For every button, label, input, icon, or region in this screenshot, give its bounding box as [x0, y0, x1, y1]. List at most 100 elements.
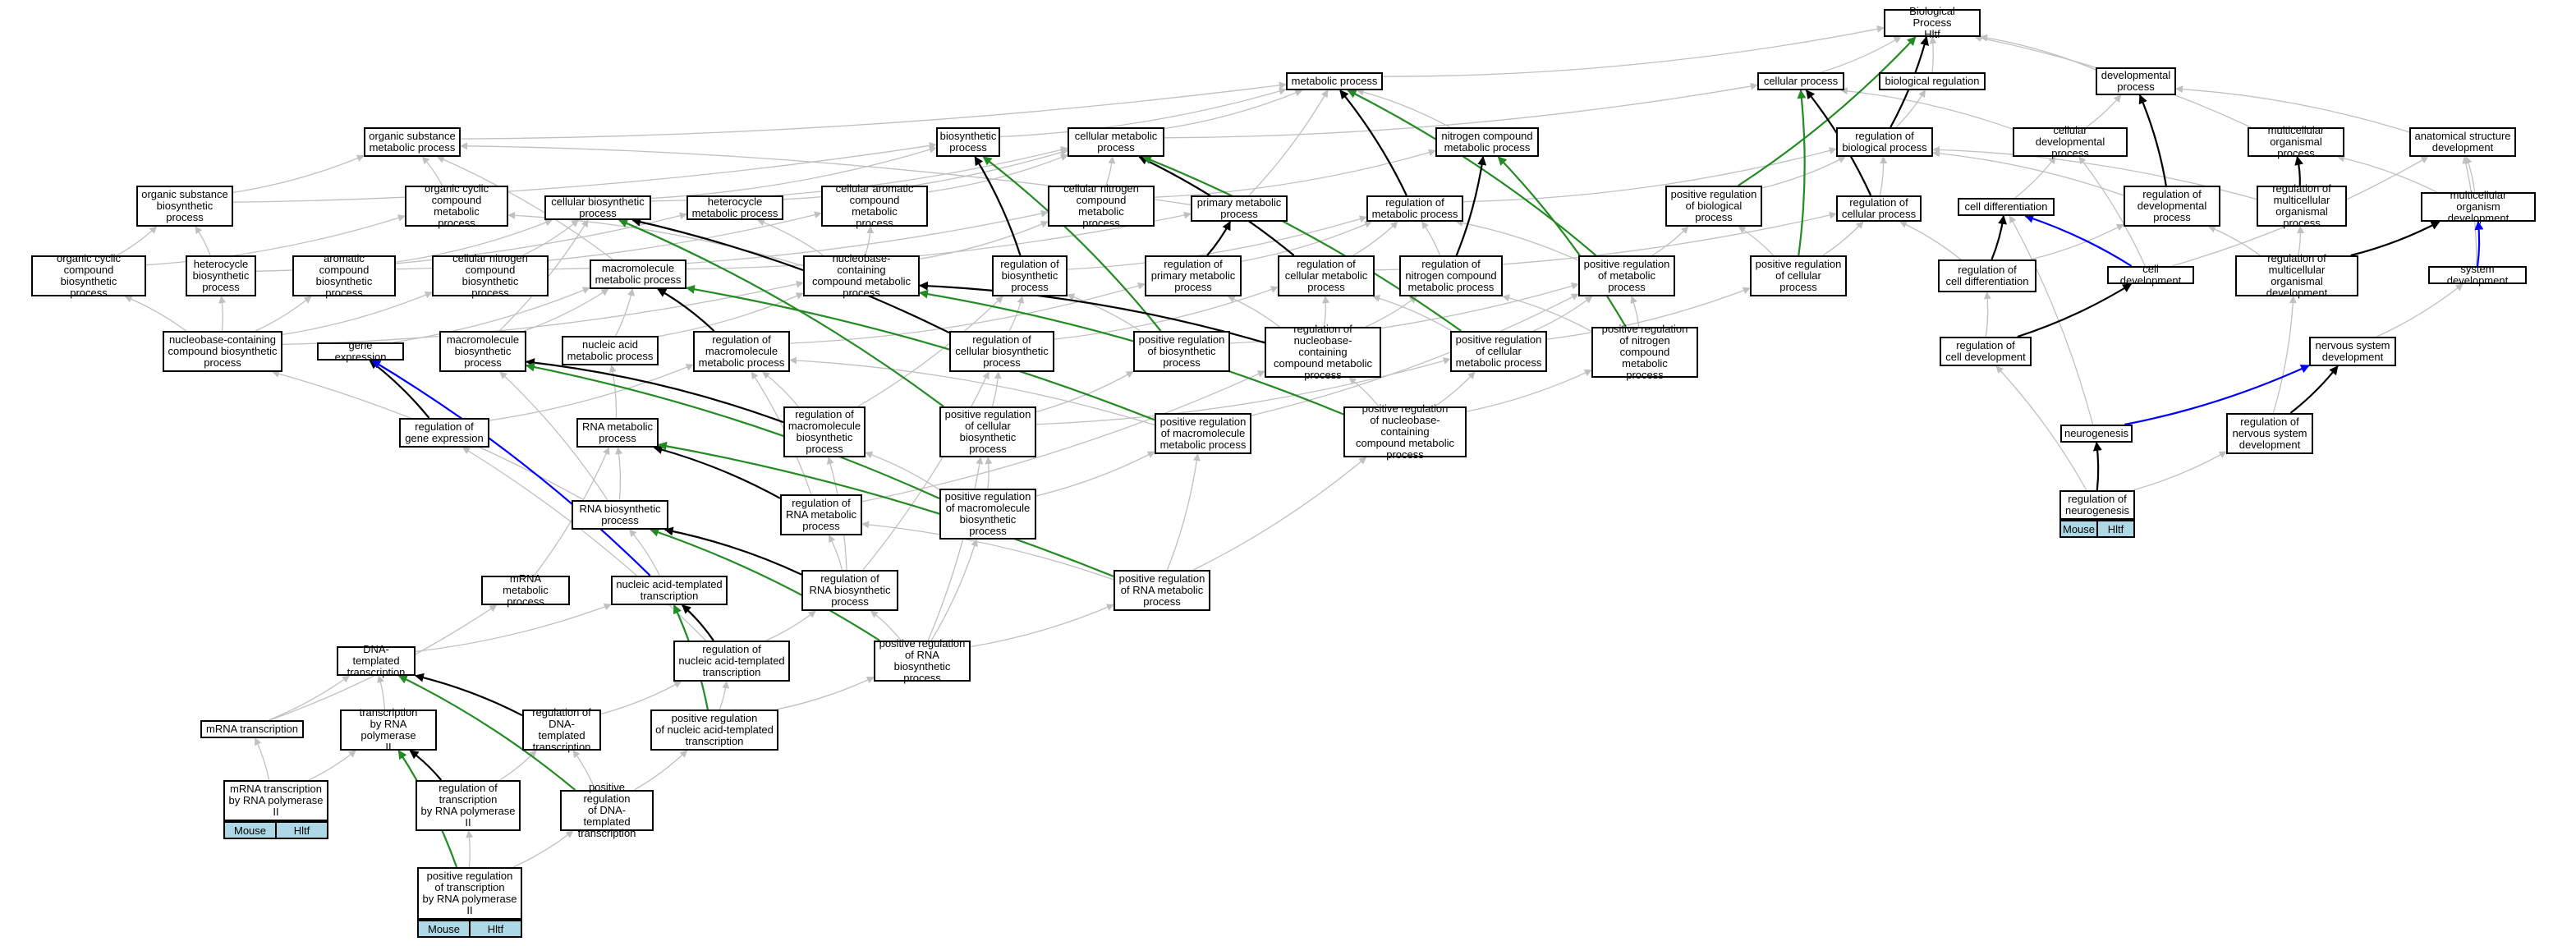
- node-regulation-of-rna-biosynthetic-process[interactable]: regulation of RNA biosynthetic process: [801, 570, 898, 611]
- node-regulation-of-cellular-metabolic-process[interactable]: regulation of cellular metabolic process: [1278, 255, 1375, 296]
- node-positive-regulation-of-macromolecule-metabolic-process[interactable]: positive regulation of macromolecule met…: [1155, 413, 1251, 454]
- node-cell-development[interactable]: cell development: [2107, 264, 2194, 287]
- node-transcription-by-rna-polymerase-ii[interactable]: transcription by RNA polymerase II: [340, 707, 437, 753]
- node-cell-differentiation[interactable]: cell differentiation: [1958, 198, 2055, 216]
- node-regulation-of-cell-development[interactable]: regulation of cell development: [1940, 337, 2032, 366]
- node-cellular-metabolic-process[interactable]: cellular metabolic process: [1068, 127, 1164, 157]
- node-regulation-of-multicellular-organismal-development[interactable]: regulation of multicellular organismal d…: [2235, 253, 2358, 299]
- node-nucleobase-containing-compound-metabolic-process[interactable]: nucleobase-containing compound metabolic…: [803, 253, 920, 299]
- node-biosynthetic-process[interactable]: biosynthetic process: [936, 127, 1000, 157]
- node-positive-regulation-of-biosynthetic-process[interactable]: positive regulation of biosynthetic proc…: [1133, 331, 1230, 372]
- node-regulation-of-macromolecule-biosynthetic-process[interactable]: regulation of macromolecule biosynthetic…: [783, 406, 866, 457]
- node-neurogenesis[interactable]: neurogenesis: [2060, 425, 2133, 443]
- node-positive-regulation-of-macromolecule-biosynthetic-process[interactable]: positive regulation of macromolecule bio…: [939, 489, 1036, 540]
- node-regulation-of-multicellular-organismal-process[interactable]: regulation of multicellular organismal p…: [2257, 183, 2347, 229]
- node-organic-substance-biosynthetic-process[interactable]: organic substance biosynthetic process: [136, 186, 233, 227]
- node-multicellular-organismal-process[interactable]: multicellular organismal process: [2248, 125, 2344, 159]
- node-positive-regulation-of-cellular-biosynthetic-process[interactable]: positive regulation of cellular biosynth…: [939, 406, 1036, 457]
- node-regulation-of-macromolecule-metabolic-process[interactable]: regulation of macromolecule metabolic pr…: [693, 331, 790, 372]
- node-positive-regulation-of-metabolic-process[interactable]: positive regulation of metabolic process: [1578, 255, 1675, 296]
- node-organic-cyclic-compound-biosynthetic-process[interactable]: organic cyclic compound biosynthetic pro…: [31, 253, 146, 299]
- node-organic-substance-metabolic-process[interactable]: organic substance metabolic process: [364, 127, 461, 157]
- node-regulation-of-dna-templated-transcription[interactable]: regulation of DNA-templated transcriptio…: [522, 707, 601, 753]
- edge-cell_dev_proc-to-developmental: [2086, 94, 2122, 128]
- edge-pos_reg_dna_tr-to-pos_reg_nucacid_tr: [634, 750, 688, 791]
- node-positive-regulation-of-nucleic-acid-templated-transcription[interactable]: positive regulation of nucleic acid-temp…: [650, 710, 778, 751]
- node-regulation-of-nucleobase-containing-compound-metabolic-process[interactable]: regulation of nucleobase-containing comp…: [1265, 324, 1381, 381]
- node-nucleobase-containing-compound-biosynthetic-process[interactable]: nucleobase-containing compound biosynthe…: [163, 331, 282, 372]
- node-regulation-of-cell-differentiation[interactable]: regulation of cell differentiation: [1938, 259, 2036, 292]
- node-cellular-biosynthetic-process[interactable]: cellular biosynthetic process: [544, 195, 651, 220]
- node-multicellular-organism-development[interactable]: multicellular organism development: [2421, 190, 2536, 224]
- edge-cell_met-to-metabolic: [1164, 89, 1303, 130]
- node-positive-regulation-of-rna-metabolic-process[interactable]: positive regulation of RNA metabolic pro…: [1114, 570, 1210, 611]
- node-regulation-of-transcription-by-rna-polymerase-ii[interactable]: regulation of transcription by RNA polym…: [416, 780, 521, 831]
- node-regulation-of-biosynthetic-process[interactable]: regulation of biosynthetic process: [992, 255, 1068, 296]
- edge-rna_met-to-nucacid_met: [608, 365, 618, 419]
- node-mrna-transcription-by-rna-polymerase-ii[interactable]: mRNA transcription by RNA polymerase II: [223, 780, 328, 821]
- node-regulation-of-cellular-biosynthetic-process[interactable]: regulation of cellular biosynthetic proc…: [949, 331, 1054, 372]
- node-gene-expression[interactable]: gene expression: [317, 340, 404, 363]
- node-macromolecule-metabolic-process[interactable]: macromolecule metabolic process: [590, 259, 686, 289]
- node-nucleic-acid-templated-transcription[interactable]: nucleic acid-templated transcription: [611, 576, 728, 605]
- edge-reg_cell_diff-to-reg_cell: [1899, 221, 1962, 260]
- node-cellular-nitrogen-compound-metabolic-process[interactable]: cellular nitrogen compound metabolic pro…: [1048, 183, 1155, 229]
- node-biological-process[interactable]: Biological Process Hltf: [1884, 6, 1981, 40]
- node-positive-regulation-of-dna-templated-transcription[interactable]: positive regulation of DNA-templated tra…: [560, 782, 654, 839]
- node-system-development[interactable]: system development: [2428, 264, 2527, 287]
- node-developmental-process[interactable]: developmental process: [2096, 67, 2176, 95]
- node-mrna-transcription[interactable]: mRNA transcription: [200, 720, 304, 738]
- edge-pos_reg_rna_bio-to-rna_bio: [650, 528, 880, 641]
- node-positive-regulation-of-cellular-process[interactable]: positive regulation of cellular process: [1750, 255, 1847, 296]
- node-positive-regulation-of-biological-process[interactable]: positive regulation of biological proces…: [1665, 186, 1762, 227]
- edge-rna_bio-to-macro_bio: [499, 371, 608, 501]
- edge-reg_nucacid_tr-to-reg_rna_bio: [765, 610, 816, 641]
- node-regulation-of-nervous-system-development[interactable]: regulation of nervous system development: [2226, 413, 2313, 454]
- node-regulation-of-nucleic-acid-templated-transcription[interactable]: regulation of nucleic acid-templated tra…: [673, 641, 790, 682]
- node-rna-metabolic-process[interactable]: RNA metabolic process: [576, 418, 659, 448]
- node-regulation-of-rna-metabolic-process[interactable]: regulation of RNA metabolic process: [780, 494, 862, 535]
- edge-reg_gene_expr-to-reg_macro_met: [489, 363, 694, 421]
- node-dna-templated-transcription[interactable]: DNA-templated transcription: [337, 644, 416, 678]
- node-regulation-of-neurogenesis[interactable]: regulation of neurogenesis: [2059, 490, 2135, 520]
- node-regulation-of-gene-expression[interactable]: regulation of gene expression: [399, 418, 489, 448]
- node-positive-regulation-of-transcription-by-rna-polymerase-ii[interactable]: positive regulation of transcription by …: [417, 867, 522, 920]
- node-nitrogen-compound-metabolic-process[interactable]: nitrogen compound metabolic process: [1435, 127, 1539, 157]
- edge-pos_reg_dna_tr-to-reg_dna_tr: [572, 750, 596, 791]
- node-positive-regulation-of-rna-biosynthetic-process[interactable]: positive regulation of RNA biosynthetic …: [874, 638, 971, 684]
- node-organic-cyclic-compound-metabolic-process[interactable]: organic cyclic compound metabolic proces…: [405, 183, 508, 229]
- node-regulation-of-metabolic-process[interactable]: regulation of metabolic process: [1366, 195, 1463, 222]
- edge-reg_multi_dev-to-reg_multi_org: [2297, 226, 2305, 256]
- node-metabolic-process[interactable]: metabolic process: [1286, 72, 1383, 90]
- node-cellular-nitrogen-compound-biosynthetic-process[interactable]: cellular nitrogen compound biosynthetic …: [432, 253, 549, 299]
- edge-reg_cell_diff-to-cell_diff: [1991, 214, 2007, 260]
- edge-macro_met-to-org_sub_met: [436, 156, 613, 260]
- node-regulation-of-nitrogen-compound-metabolic-process[interactable]: regulation of nitrogen compound metaboli…: [1399, 255, 1503, 296]
- node-mrna-metabolic-process[interactable]: mRNA metabolic process: [481, 573, 570, 608]
- node-positive-regulation-of-cellular-metabolic-process[interactable]: positive regulation of cellular metaboli…: [1450, 331, 1547, 372]
- edge-pos_reg_met-to-reg_met: [1455, 219, 1579, 261]
- node-positive-regulation-of-nucleobase-containing-compound-metabolic-process[interactable]: positive regulation of nucleobase-contai…: [1343, 403, 1467, 461]
- node-primary-metabolic-process[interactable]: primary metabolic process: [1191, 195, 1288, 222]
- node-nucleic-acid-metabolic-process[interactable]: nucleic acid metabolic process: [562, 336, 659, 365]
- node-cellular-developmental-process[interactable]: cellular developmental process: [2013, 125, 2128, 159]
- node-nervous-system-development[interactable]: nervous system development: [2309, 337, 2396, 366]
- node-cellular-aromatic-compound-metabolic-process[interactable]: cellular aromatic compound metabolic pro…: [821, 183, 928, 229]
- edge-org_cyc_bio-to-org_cyc_met: [145, 214, 406, 266]
- edge-pos_reg_cell_bio-to-cell_bio: [618, 218, 944, 407]
- node-biological-regulation[interactable]: biological regulation: [1879, 72, 1986, 90]
- node-macromolecule-biosynthetic-process[interactable]: macromolecule biosynthetic process: [439, 331, 526, 372]
- node-heterocycle-metabolic-process[interactable]: heterocycle metabolic process: [686, 195, 783, 220]
- node-anatomical-structure-development[interactable]: anatomical structure development: [2409, 127, 2516, 157]
- node-regulation-of-developmental-process[interactable]: regulation of developmental process: [2124, 186, 2220, 227]
- edge-pos_reg_cell_bio-to-reg_cell_bio: [991, 371, 1002, 407]
- node-regulation-of-primary-metabolic-process[interactable]: regulation of primary metabolic process: [1145, 255, 1242, 296]
- node-regulation-of-cellular-process[interactable]: regulation of cellular process: [1836, 195, 1922, 222]
- node-heterocycle-biosynthetic-process[interactable]: heterocycle biosynthetic process: [186, 255, 256, 296]
- gray-edges: [117, 25, 2477, 868]
- node-positive-regulation-of-nitrogen-compound-metabolic-process[interactable]: positive regulation of nitrogen compound…: [1591, 324, 1698, 381]
- node-cellular-process[interactable]: cellular process: [1757, 72, 1844, 90]
- node-regulation-of-biological-process[interactable]: regulation of biological process: [1836, 127, 1933, 157]
- node-rna-biosynthetic-process[interactable]: RNA biosynthetic process: [572, 500, 668, 530]
- node-aromatic-compound-biosynthetic-process[interactable]: aromatic compound biosynthetic process: [292, 253, 396, 299]
